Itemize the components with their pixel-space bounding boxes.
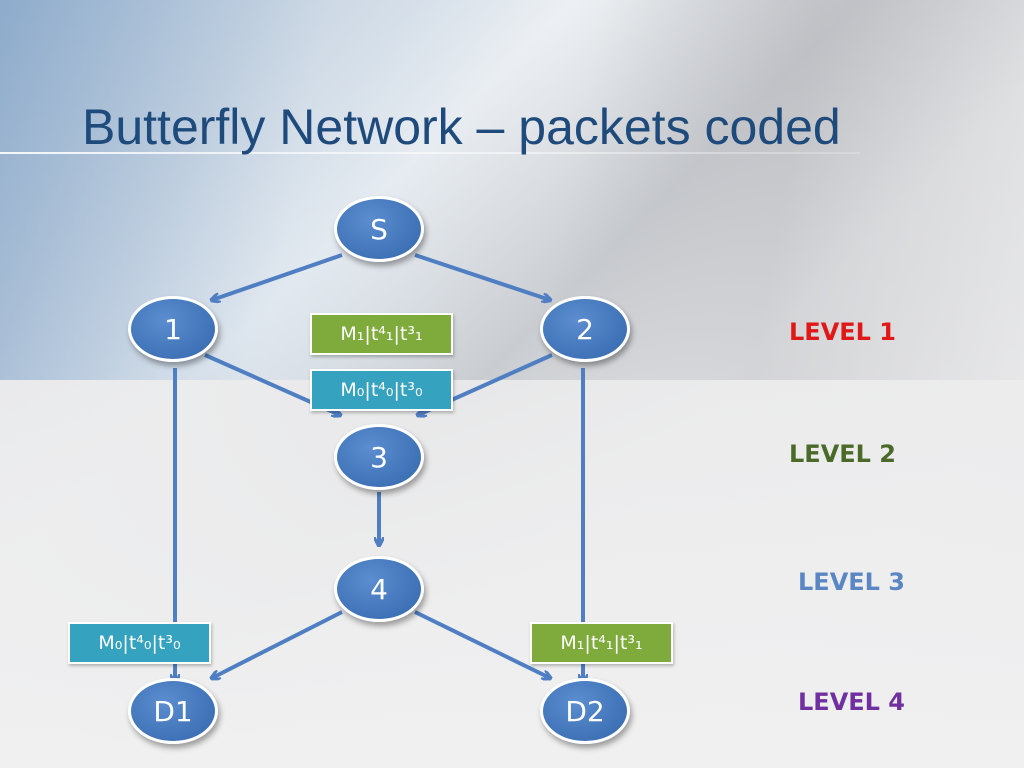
title-underline [0, 152, 860, 154]
edge-4-d2 [414, 610, 550, 678]
node-4: 4 [334, 556, 424, 622]
level-1-label: LEVEL 1 [789, 318, 897, 346]
node-1: 1 [128, 296, 218, 362]
edge-s-1 [212, 253, 343, 300]
slide-title: Butterfly Network – packets coded [82, 99, 841, 155]
packet-label-m0-d1: M₀|t⁴₀|t³₀ [68, 622, 211, 664]
node-d1: D1 [128, 678, 218, 744]
level-2-label: LEVEL 2 [789, 440, 897, 468]
node-3: 3 [334, 424, 424, 490]
level-4-label: LEVEL 4 [798, 688, 906, 716]
packet-label-m1-top: M₁|t⁴₁|t³₁ [310, 313, 453, 355]
packet-label-m1-d2: M₁|t⁴₁|t³₁ [530, 622, 673, 664]
node-2: 2 [540, 296, 630, 362]
edge-s-2 [414, 253, 550, 300]
node-d2: D2 [540, 678, 630, 744]
edge-4-d1 [212, 610, 343, 678]
node-s: S [334, 196, 424, 262]
packet-label-m0-top: M₀|t⁴₀|t³₀ [310, 369, 453, 411]
level-3-label: LEVEL 3 [798, 568, 906, 596]
